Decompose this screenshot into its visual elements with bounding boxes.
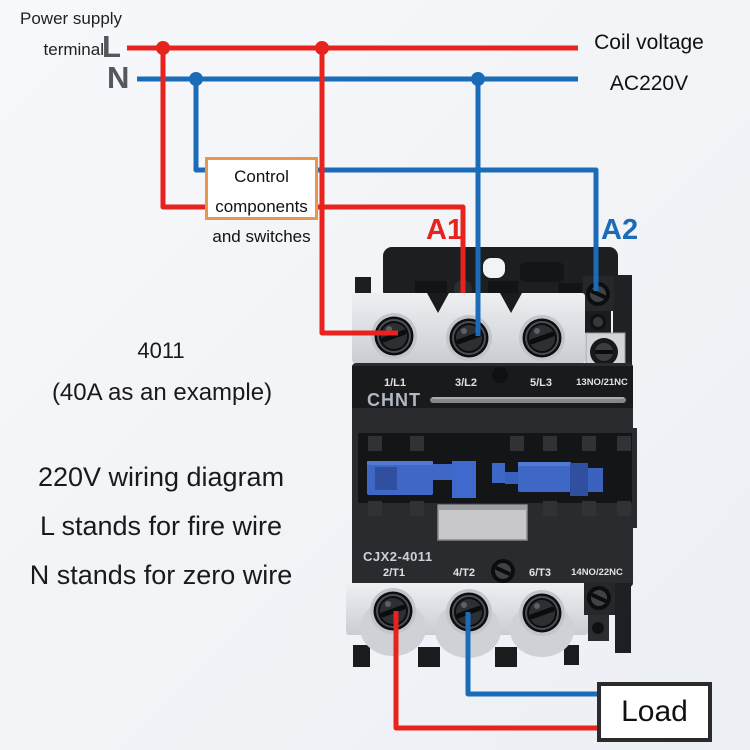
live-terminal-letter: L xyxy=(102,29,121,64)
terminal-label-4T2: 4/T2 xyxy=(453,567,475,579)
terminal-label-5L3: 5/L3 xyxy=(530,377,552,389)
terminal-label-2T1: 2/T1 xyxy=(383,567,405,579)
power-supply-label-line2: terminal xyxy=(43,40,104,59)
coil-voltage-value: AC220V xyxy=(609,72,689,95)
cap-hole xyxy=(483,258,505,278)
terminal-label-3L2: 3/L2 xyxy=(455,377,477,389)
neutral-terminal-letter: N xyxy=(107,60,130,95)
live-wire-note: L stands for fire wire xyxy=(39,511,283,541)
terminal-label-14NO22NC: 14NO/22NC xyxy=(571,567,623,578)
2T1-to-load-wire xyxy=(393,611,600,731)
brand-logo: CHNT xyxy=(367,390,421,410)
4T2-to-load-wire xyxy=(465,612,600,697)
neutral-junction-dot xyxy=(189,72,203,86)
neutral-wire-note: N stands for zero wire xyxy=(29,560,293,590)
nameplate xyxy=(437,504,528,541)
load-box: Load xyxy=(597,682,712,742)
control-components-label: Control components and switches xyxy=(208,162,315,252)
control-label-line1: Control xyxy=(234,167,289,186)
neutral-to-a2-wire xyxy=(193,79,599,291)
coil-terminal-a2-label: A2 xyxy=(601,214,639,246)
live-to-1L1-wire xyxy=(319,48,398,336)
terminal-label-6T3: 6/T3 xyxy=(529,567,551,579)
contactor-device: 1/L1 3/L2 5/L3 13NO/21NC CHNT xyxy=(346,247,637,667)
load-label: Load xyxy=(621,695,688,728)
terminal-label-13NO21NC: 13NO/21NC xyxy=(576,377,628,388)
live-junction-dot xyxy=(315,41,329,55)
neutral-junction-dot xyxy=(471,72,485,86)
coil-voltage-label: Coil voltage xyxy=(594,31,704,54)
model-short-label: 4011 xyxy=(137,338,185,363)
power-supply-label-line1: Power supply xyxy=(20,9,123,28)
control-label-line3: and switches xyxy=(212,227,311,246)
coil-terminal-a1-label: A1 xyxy=(426,214,464,246)
cap-hump xyxy=(520,262,564,282)
diagram-notes: 220V wiring diagram L stands for fire wi… xyxy=(10,453,312,600)
model-label: CJX2-4011 xyxy=(363,549,433,564)
control-label-line2: components xyxy=(215,197,308,216)
diagram-title: 220V wiring diagram xyxy=(37,462,285,492)
control-components-box: Control components and switches xyxy=(205,157,318,246)
contact-carrier xyxy=(367,461,603,498)
live-junction-dot xyxy=(156,41,170,55)
model-note-label: (40A as an example) xyxy=(51,379,273,406)
terminal-label-1L1: 1/L1 xyxy=(384,377,406,389)
